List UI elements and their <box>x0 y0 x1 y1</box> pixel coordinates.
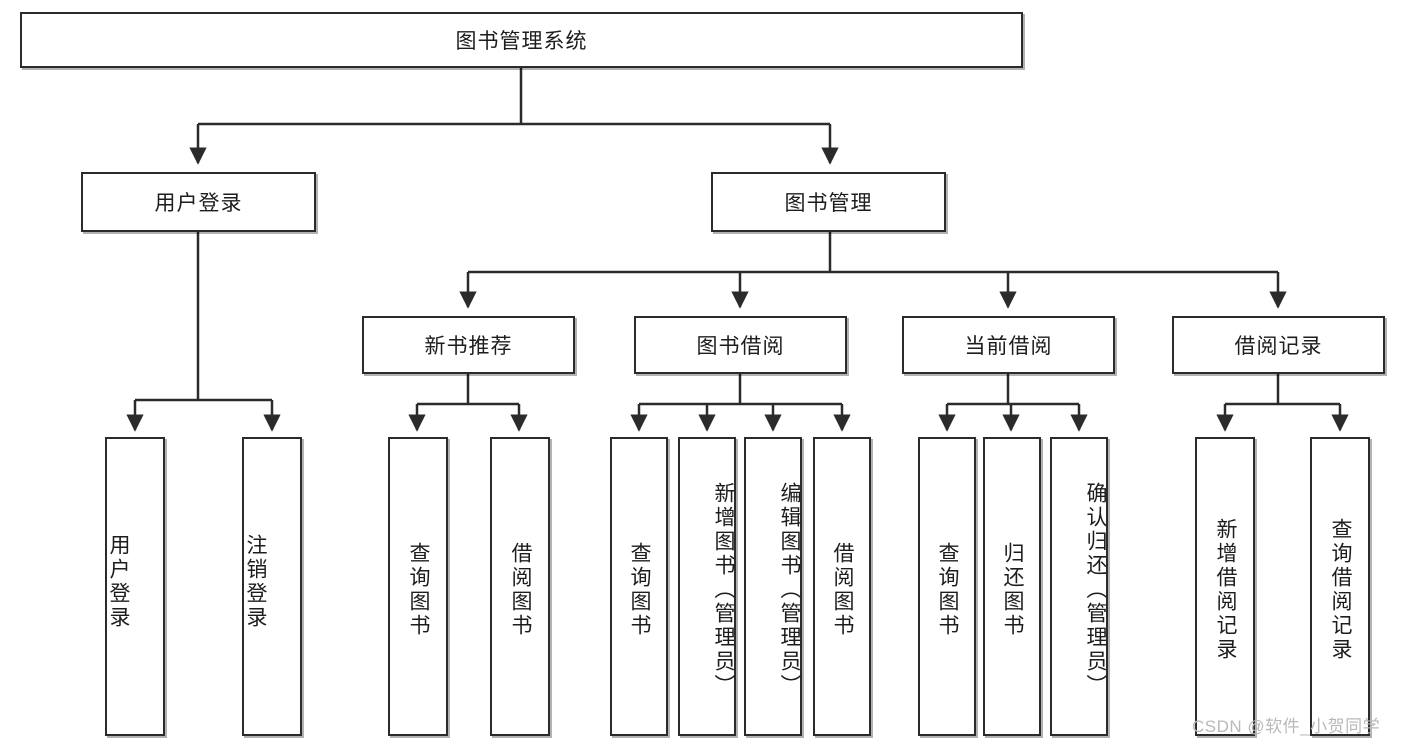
leaf-record-add-record[interactable]: 新增借阅记录 <box>1195 437 1255 736</box>
leaf-current-query-book[interactable]: 查询图书 <box>918 437 976 736</box>
node-label: 新书推荐 <box>424 335 513 358</box>
node-label: 查询图书 <box>628 541 652 638</box>
node-borrow-record[interactable]: 借阅记录 <box>1172 316 1385 374</box>
node-user-login[interactable]: 用户登录 <box>81 172 316 232</box>
node-label: 借阅图书 <box>831 541 855 638</box>
leaf-current-confirm-return-admin[interactable]: 确认归还（管理员） <box>1050 437 1108 736</box>
watermark-text: CSDN @软件_小贺同学 <box>1192 717 1381 736</box>
node-label: 图书管理系统 <box>455 30 588 53</box>
leaf-borrow-edit-book-admin[interactable]: 编辑图书（管理员） <box>744 437 802 736</box>
node-label: 用户登录 <box>107 533 131 630</box>
leaf-user-login-login[interactable]: 用户登录 <box>105 437 165 736</box>
node-root-system[interactable]: 图书管理系统 <box>20 12 1023 68</box>
node-label: 新增图书（管理员） <box>712 481 735 698</box>
leaf-borrow-borrow-book[interactable]: 借阅图书 <box>813 437 871 736</box>
node-label: 编辑图书（管理员） <box>778 481 801 698</box>
node-current-borrow[interactable]: 当前借阅 <box>902 316 1115 374</box>
node-label: 用户登录 <box>154 192 243 215</box>
node-label: 借阅图书 <box>509 541 533 638</box>
node-label: 图书借阅 <box>696 335 785 358</box>
leaf-user-login-logout[interactable]: 注销登录 <box>242 437 302 736</box>
leaf-recommend-borrow-book[interactable]: 借阅图书 <box>490 437 550 736</box>
node-label: 查询借阅记录 <box>1329 517 1353 662</box>
node-label: 图书管理 <box>784 192 873 215</box>
node-new-book-recommend[interactable]: 新书推荐 <box>362 316 575 374</box>
leaf-record-query-record[interactable]: 查询借阅记录 <box>1310 437 1370 736</box>
leaf-recommend-query-book[interactable]: 查询图书 <box>388 437 448 736</box>
node-label: 借阅记录 <box>1234 335 1323 358</box>
node-label: 查询图书 <box>936 541 960 638</box>
node-label: 新增借阅记录 <box>1214 517 1238 662</box>
leaf-borrow-add-book-admin[interactable]: 新增图书（管理员） <box>678 437 736 736</box>
node-book-borrow[interactable]: 图书借阅 <box>634 316 847 374</box>
node-label: 查询图书 <box>407 541 431 638</box>
node-label: 确认归还（管理员） <box>1084 481 1107 698</box>
leaf-borrow-query-book[interactable]: 查询图书 <box>610 437 668 736</box>
node-book-management[interactable]: 图书管理 <box>711 172 946 232</box>
leaf-current-return-book[interactable]: 归还图书 <box>983 437 1041 736</box>
node-label: 归还图书 <box>1001 541 1025 638</box>
node-label: 注销登录 <box>244 533 268 630</box>
node-label: 当前借阅 <box>964 335 1053 358</box>
